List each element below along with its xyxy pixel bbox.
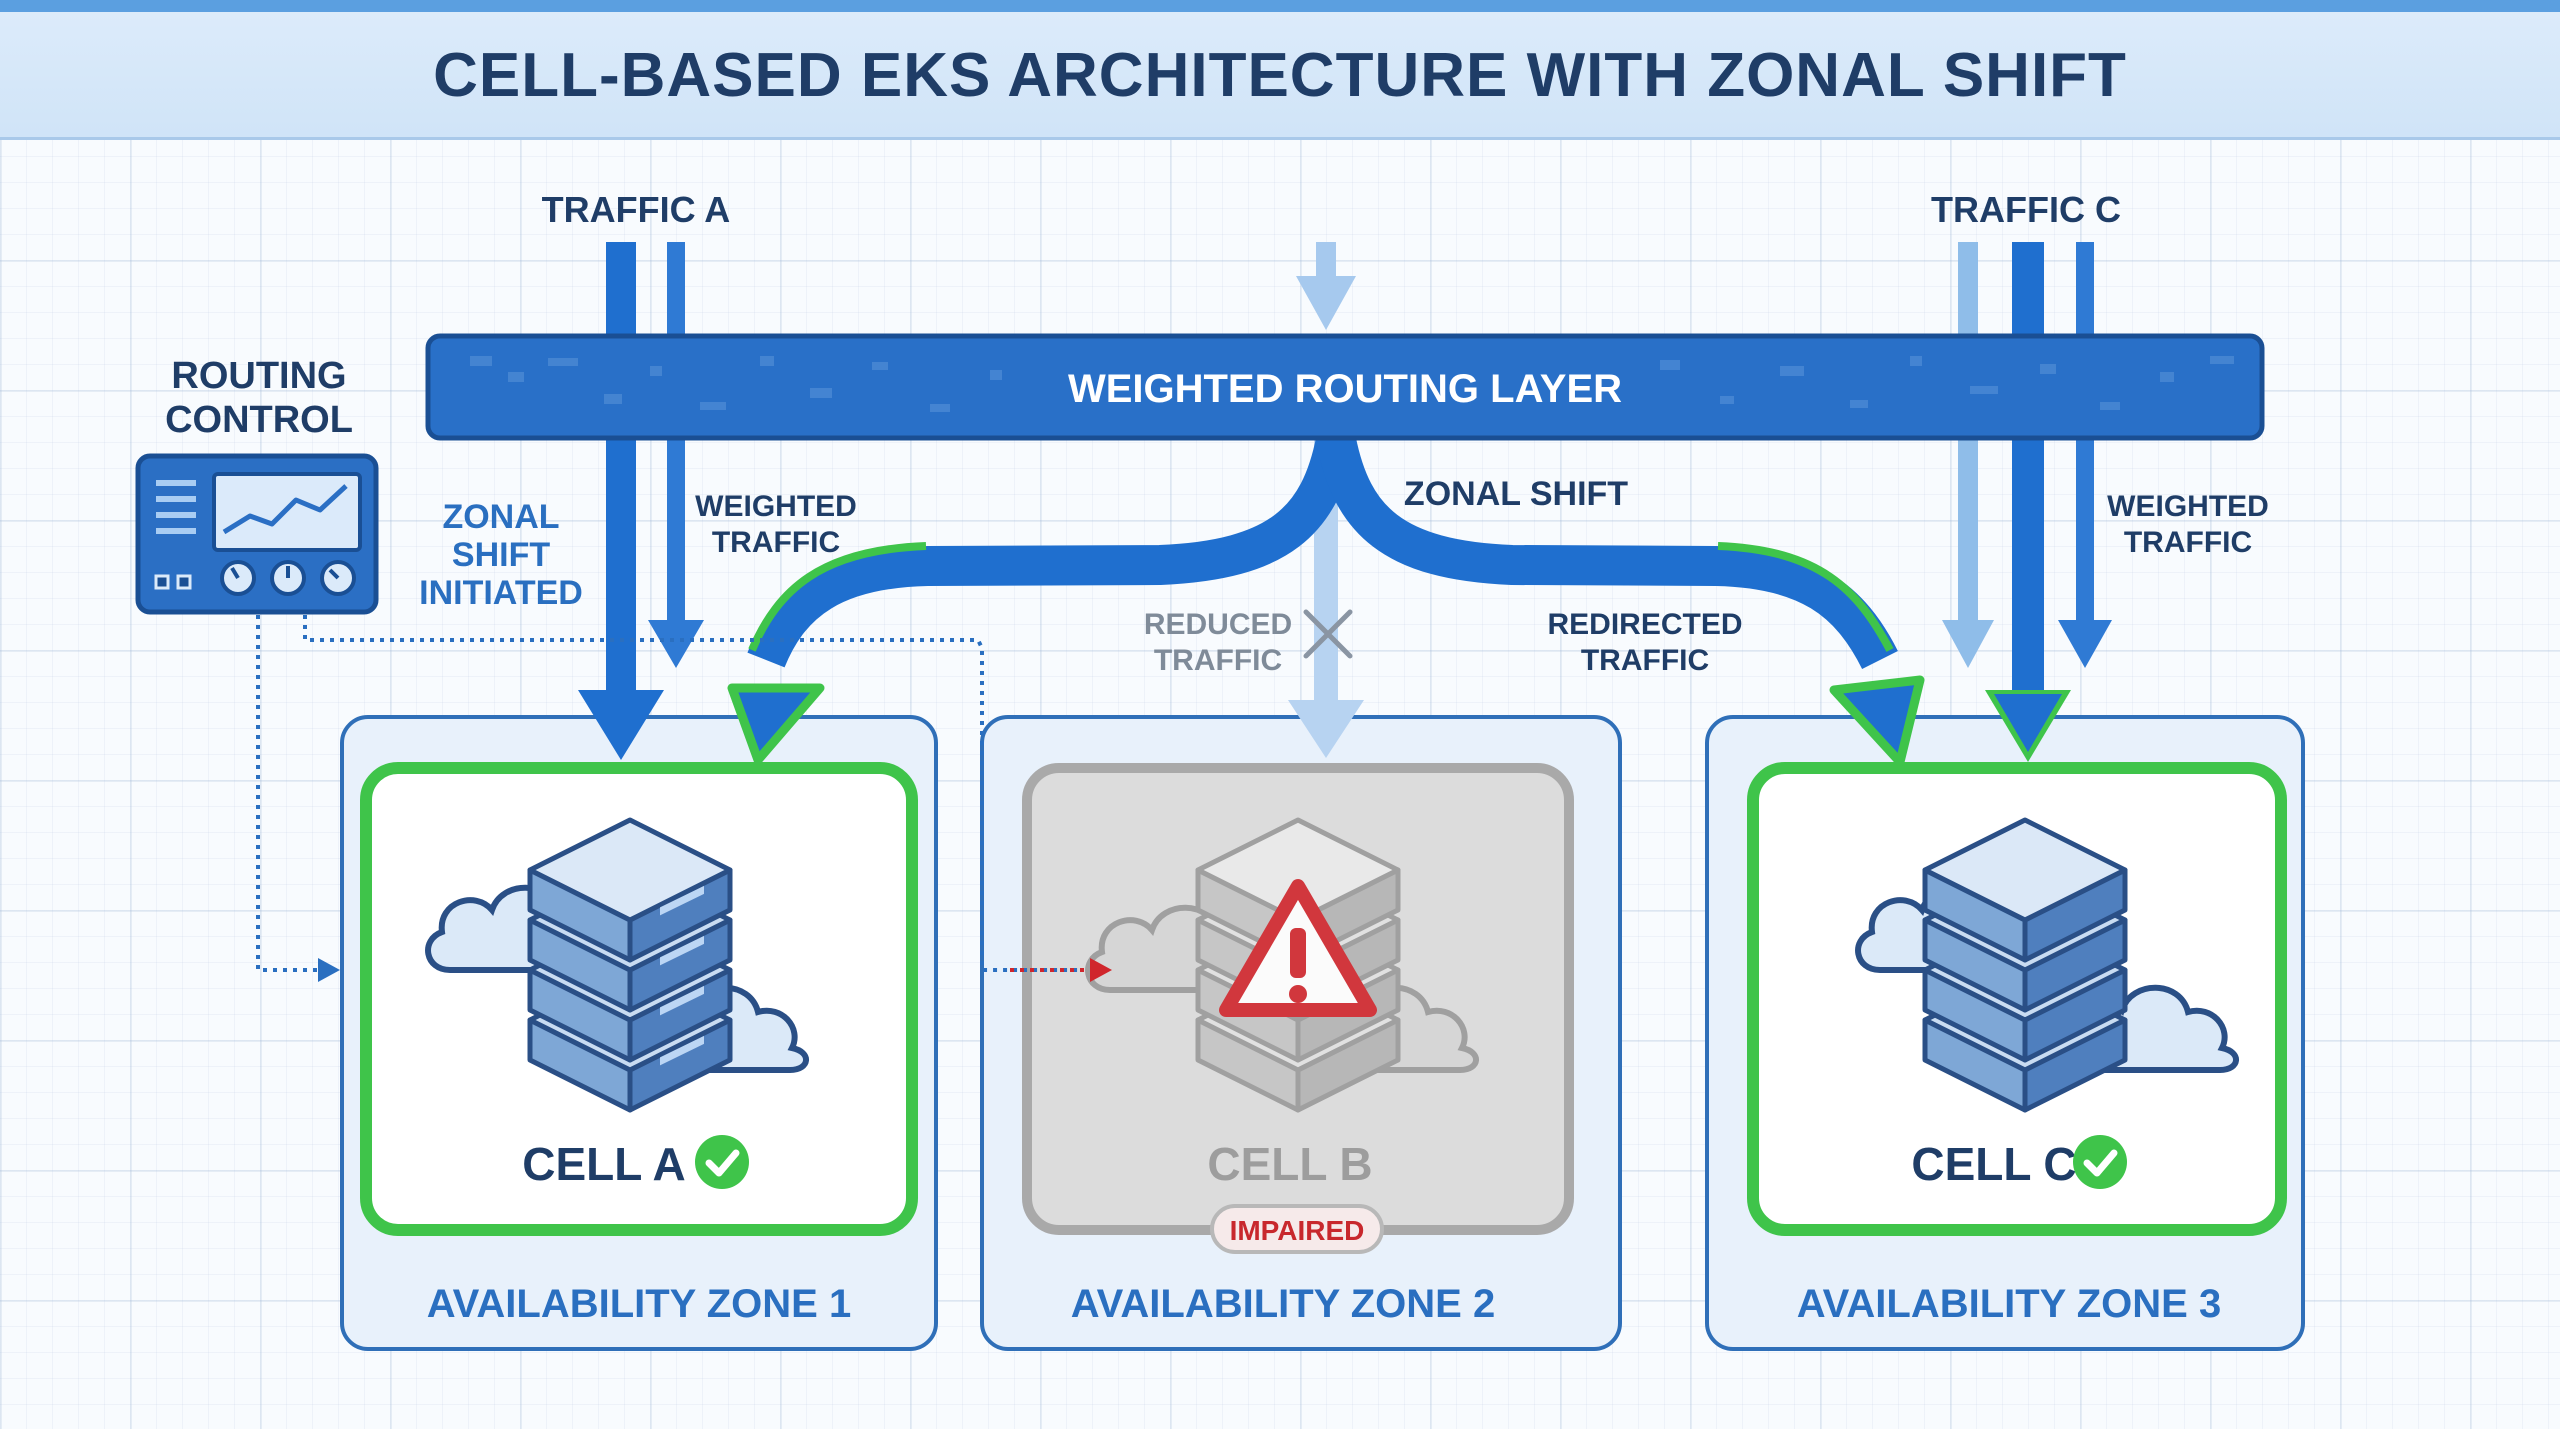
routing-layer-texture — [470, 356, 2234, 412]
header-bar: CELL-BASED EKS ARCHITECTURE WITH ZONAL S… — [0, 0, 2560, 140]
zonal-shift-arrow-right — [1316, 435, 1925, 767]
weighted-traffic-c-arrow-right — [2058, 242, 2112, 668]
zonal-shift-label: ZONAL SHIFT — [1404, 475, 1628, 513]
weighted-traffic-left-line2: TRAFFIC — [712, 526, 840, 559]
zonal-shift-initiated-line2: SHIFT — [452, 536, 550, 574]
impaired-badge-text: IMPAIRED — [1230, 1215, 1365, 1246]
x-icon — [1303, 609, 1353, 659]
routing-control-label-line2: CONTROL — [165, 399, 353, 441]
reduced-traffic-line2: TRAFFIC — [1154, 644, 1282, 677]
incoming-traffic-arrow — [1296, 242, 1356, 330]
control-connector-to-cell-b — [303, 615, 1080, 972]
traffic-c-arrow — [1985, 242, 2071, 762]
zonal-shift-initiated-line1: ZONAL — [442, 498, 559, 536]
impaired-badge: IMPAIRED — [1210, 1204, 1384, 1254]
cell-b-icon — [1085, 817, 1479, 1113]
zonal-shift-arrow-left — [727, 435, 1356, 765]
check-icon — [695, 1135, 749, 1189]
control-connector-red-arrowhead — [1090, 958, 1112, 982]
zone-1-label: AVAILABILITY ZONE 1 — [427, 1282, 851, 1326]
zone-3-label: AVAILABILITY ZONE 3 — [1797, 1282, 2221, 1326]
weighted-traffic-right-line2: TRAFFIC — [2124, 526, 2252, 559]
redirected-traffic-line1: REDIRECTED — [1547, 608, 1742, 641]
cell-a-icon — [425, 817, 809, 1113]
traffic-a-arrow — [578, 242, 664, 760]
server-stack-icon — [1922, 817, 2128, 1113]
weighted-traffic-right-line1: WEIGHTED — [2107, 490, 2269, 523]
routing-control-label-line1: ROUTING — [171, 355, 346, 397]
cell-c-icon — [1855, 817, 2239, 1113]
weighted-traffic-a-arrow — [648, 242, 704, 668]
control-panel-icon — [135, 453, 379, 615]
warning-icon — [1219, 879, 1377, 1017]
traffic-a-label: TRAFFIC A — [542, 189, 731, 230]
control-connector-arrowhead — [318, 958, 340, 982]
server-stack-icon — [527, 817, 733, 1113]
weighted-traffic-c-arrow-left — [1942, 242, 1994, 668]
reduced-traffic-line1: REDUCED — [1144, 608, 1292, 641]
zonal-shift-initiated-line3: INITIATED — [419, 574, 583, 612]
cell-c-label: CELL C — [1911, 1138, 2076, 1190]
page-title: CELL-BASED EKS ARCHITECTURE WITH ZONAL S… — [433, 41, 2127, 110]
weighted-routing-layer: WEIGHTED ROUTING LAYER — [425, 333, 2265, 441]
traffic-c-label: TRAFFIC C — [1931, 189, 2121, 230]
cell-a-label: CELL A — [522, 1138, 686, 1190]
check-icon — [2073, 1135, 2127, 1189]
cell-b-label: CELL B — [1207, 1138, 1372, 1190]
zone-2-label: AVAILABILITY ZONE 2 — [1071, 1282, 1495, 1326]
control-connector-to-zone1 — [256, 615, 318, 972]
routing-layer-label: WEIGHTED ROUTING LAYER — [1068, 367, 1622, 411]
redirected-traffic-line2: TRAFFIC — [1581, 644, 1709, 677]
weighted-traffic-left-line1: WEIGHTED — [695, 490, 857, 523]
